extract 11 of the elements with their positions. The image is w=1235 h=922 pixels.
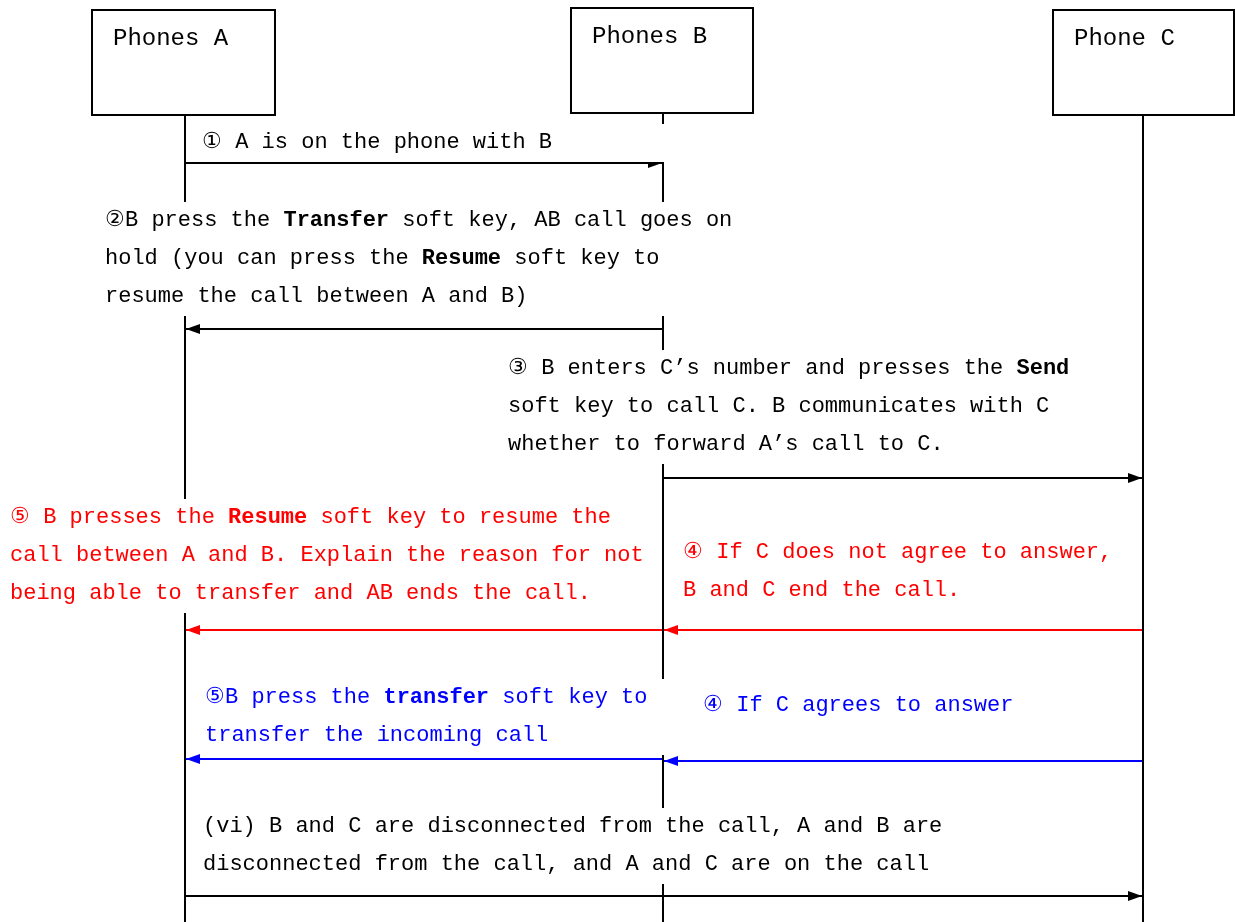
message-arrow: [663, 473, 1143, 483]
message-arrow: [663, 756, 1143, 766]
message-label: ⑤B press the transfer soft key to transfer the incoming call: [205, 679, 665, 755]
participant-name: Phones B: [592, 23, 708, 50]
message-arrow: [185, 625, 663, 635]
message-arrow: [185, 891, 1143, 901]
participant-name: Phone C: [1074, 25, 1175, 52]
message-arrow: [663, 625, 1143, 635]
message-arrow: [185, 754, 663, 764]
participant-name: Phones A: [113, 25, 229, 52]
message-arrow: [185, 324, 663, 334]
